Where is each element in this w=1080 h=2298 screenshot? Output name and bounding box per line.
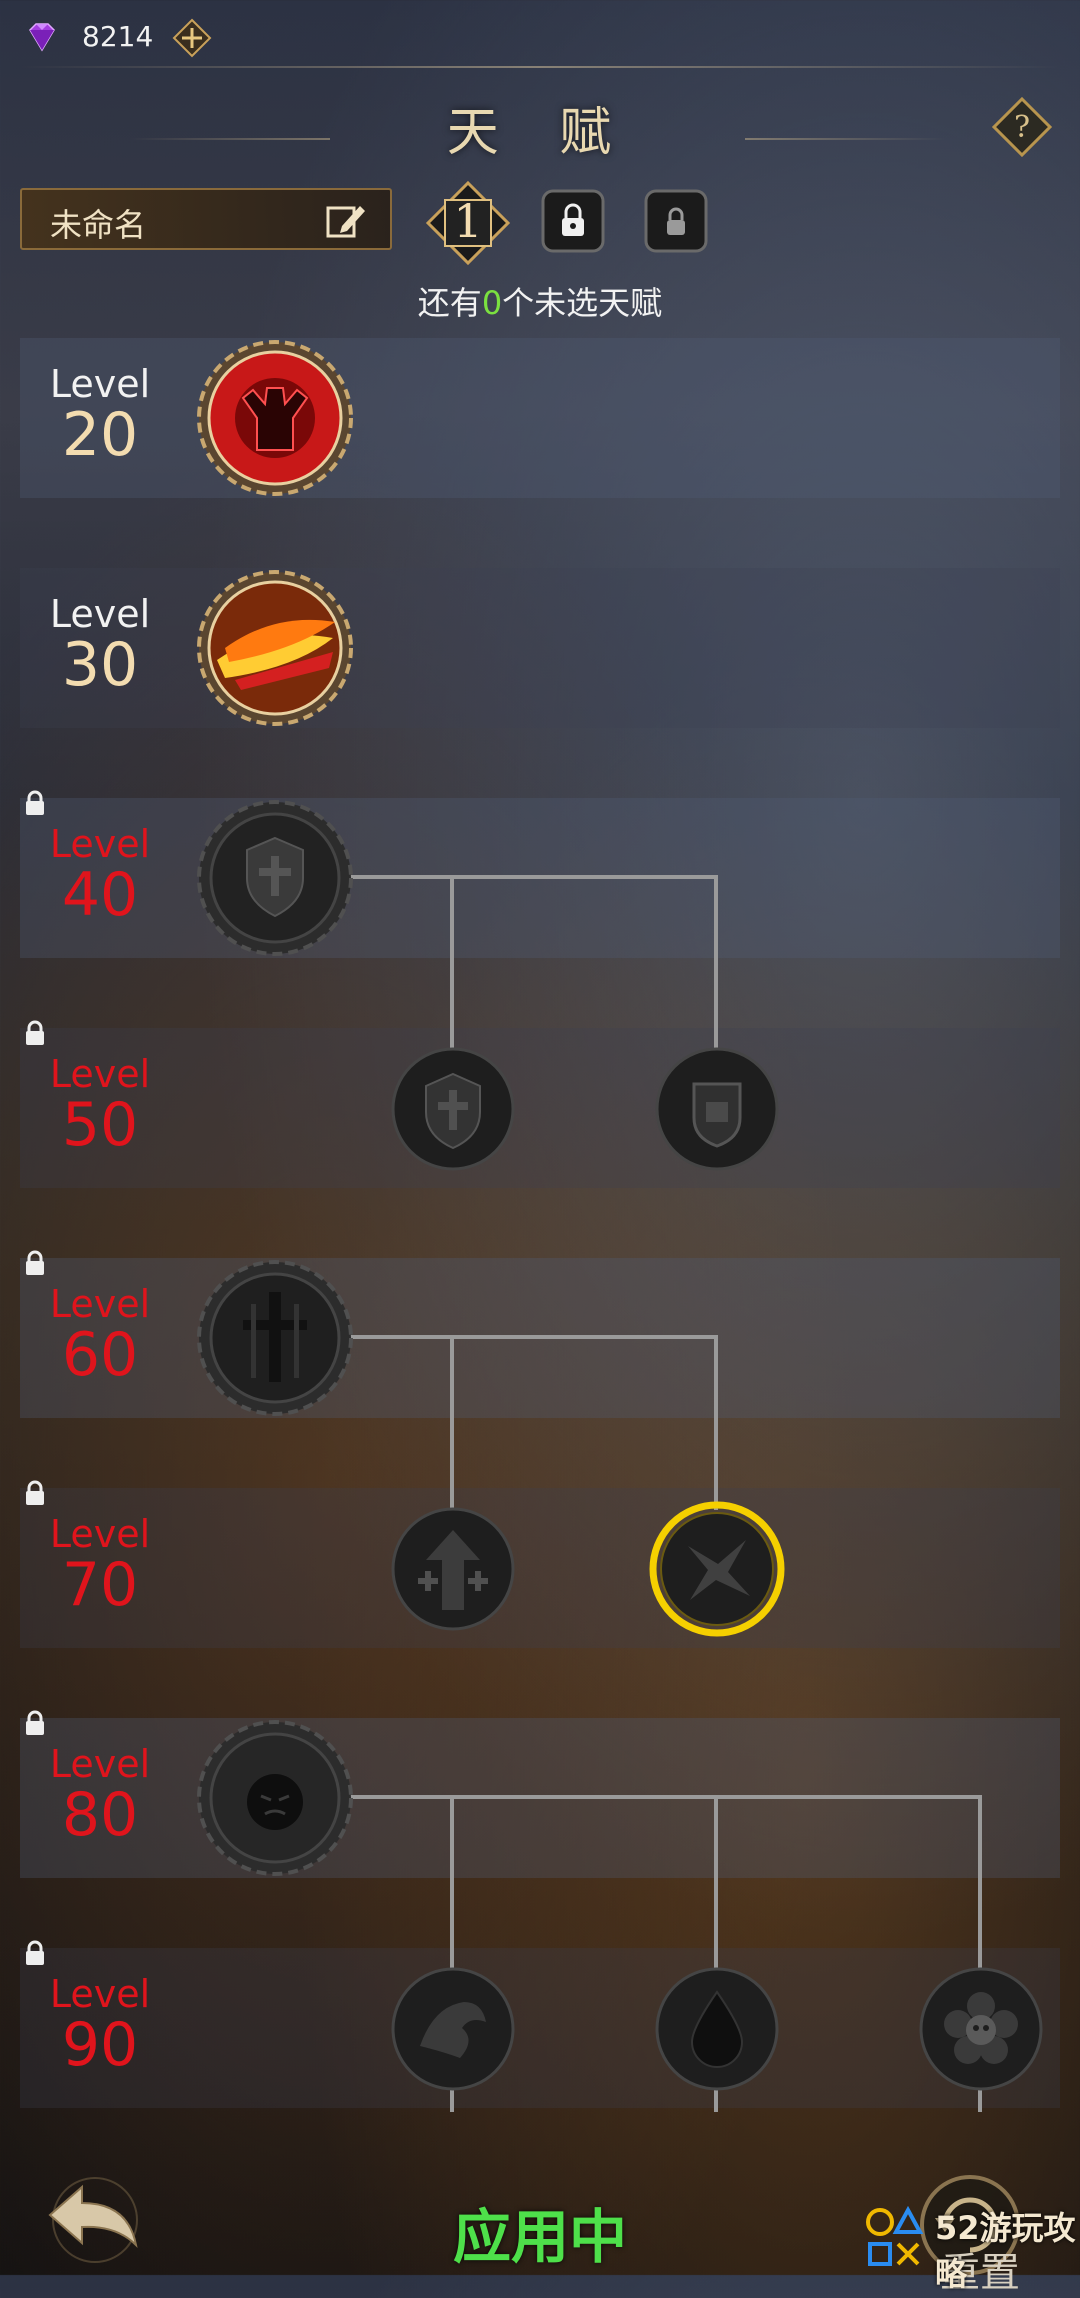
connector-line: [350, 1795, 982, 1799]
add-currency-icon[interactable]: [172, 18, 212, 58]
lock-icon: [26, 1250, 44, 1275]
level-word: Level: [49, 362, 151, 406]
slot-frame-icon: [425, 180, 511, 266]
apply-status-label[interactable]: 应用中: [452, 2203, 627, 2271]
level-value: 70: [61, 1550, 139, 1620]
sword-cross-talent-icon[interactable]: [195, 1258, 355, 1418]
lock-icon: [26, 1480, 44, 1505]
back-arrow-icon[interactable]: [40, 2175, 150, 2265]
level-value: 20: [61, 400, 139, 470]
watermark-logo: [866, 2205, 924, 2266]
remaining-suffix: 个未选天赋: [502, 284, 663, 322]
lock-icon: [26, 1020, 44, 1045]
talent-slot-tab-2-lock-icon[interactable]: [540, 188, 606, 254]
fist-shield-icon[interactable]: [654, 1046, 780, 1172]
title-ornament-right: [745, 138, 945, 140]
page-title: 天 赋: [446, 103, 634, 163]
level-value: 50: [61, 1090, 139, 1160]
connector-line: [450, 875, 454, 1050]
connector-line: [978, 1795, 982, 1970]
connector-line: [978, 2090, 982, 2112]
reset-icon[interactable]: [905, 2170, 1035, 2280]
level-word: Level: [49, 1972, 151, 2016]
connector-line: [450, 1795, 454, 1970]
level-value: 40: [61, 860, 139, 930]
talent-slot-tab-1[interactable]: 1: [425, 180, 511, 266]
build-name-field[interactable]: 未命名: [20, 188, 392, 250]
dragon-talent-icon[interactable]: [390, 1966, 516, 2092]
skull-flower-icon[interactable]: [918, 1966, 1044, 2092]
top-bar: 8214: [0, 0, 1080, 68]
angry-face-talent-icon[interactable]: [195, 1718, 355, 1878]
rage-figure-talent-icon[interactable]: [195, 338, 355, 498]
connector-line: [450, 2090, 454, 2112]
shield-cross-talent-icon[interactable]: [195, 798, 355, 958]
svg-text:?: ?: [1014, 110, 1030, 145]
slot-number: 1: [453, 194, 483, 248]
remaining-count: 0: [481, 284, 503, 322]
build-name: 未命名: [50, 206, 147, 244]
level-row-20: [20, 338, 1060, 498]
level-row-70: [20, 1488, 1060, 1648]
watermark-text: 52游玩攻略: [935, 2209, 1076, 2293]
connector-line: [350, 1335, 718, 1339]
level-word: Level: [49, 1282, 151, 1326]
lock-icon: [26, 1940, 44, 1965]
purple-gem-icon: [29, 23, 55, 52]
level-word: Level: [49, 1512, 151, 1556]
level-row-90: [20, 1948, 1060, 2108]
connector-line: [450, 1335, 454, 1510]
blood-drop-icon[interactable]: [654, 1966, 780, 2092]
level-value: 80: [61, 1780, 139, 1850]
connector-line: [714, 875, 718, 1050]
lock-icon: [26, 1710, 44, 1735]
question-icon[interactable]: ?: [990, 95, 1054, 159]
level-row-30: [20, 568, 1060, 728]
level-value: 30: [61, 630, 139, 700]
level-word: Level: [49, 1052, 151, 1096]
remaining-talents-text: 还有0个未选天赋: [0, 278, 1080, 324]
talent-slot-tab-3-lock-icon[interactable]: [643, 188, 709, 254]
connector-line: [714, 1335, 718, 1510]
level-row-50: [20, 1028, 1060, 1188]
level-word: Level: [49, 822, 151, 866]
connector-line: [350, 875, 718, 879]
level-value: 60: [61, 1320, 139, 1390]
level-word: Level: [49, 1742, 151, 1786]
connector-line: [714, 1795, 718, 1970]
remaining-prefix: 还有: [417, 284, 482, 322]
level-word: Level: [49, 592, 151, 636]
currency-value: 8214: [82, 20, 154, 53]
edit-pencil-icon[interactable]: [322, 198, 368, 244]
title-ornament-left: [130, 138, 330, 140]
connector-line: [714, 2090, 718, 2112]
shattered-talent-icon[interactable]: [648, 1500, 786, 1638]
divider: [20, 66, 1060, 68]
flame-slash-talent-icon[interactable]: [195, 568, 355, 728]
level-value: 90: [61, 2010, 139, 2080]
lock-icon: [26, 790, 44, 815]
shield-cross-icon[interactable]: [390, 1046, 516, 1172]
arrow-up-cross-icon[interactable]: [390, 1506, 516, 1632]
